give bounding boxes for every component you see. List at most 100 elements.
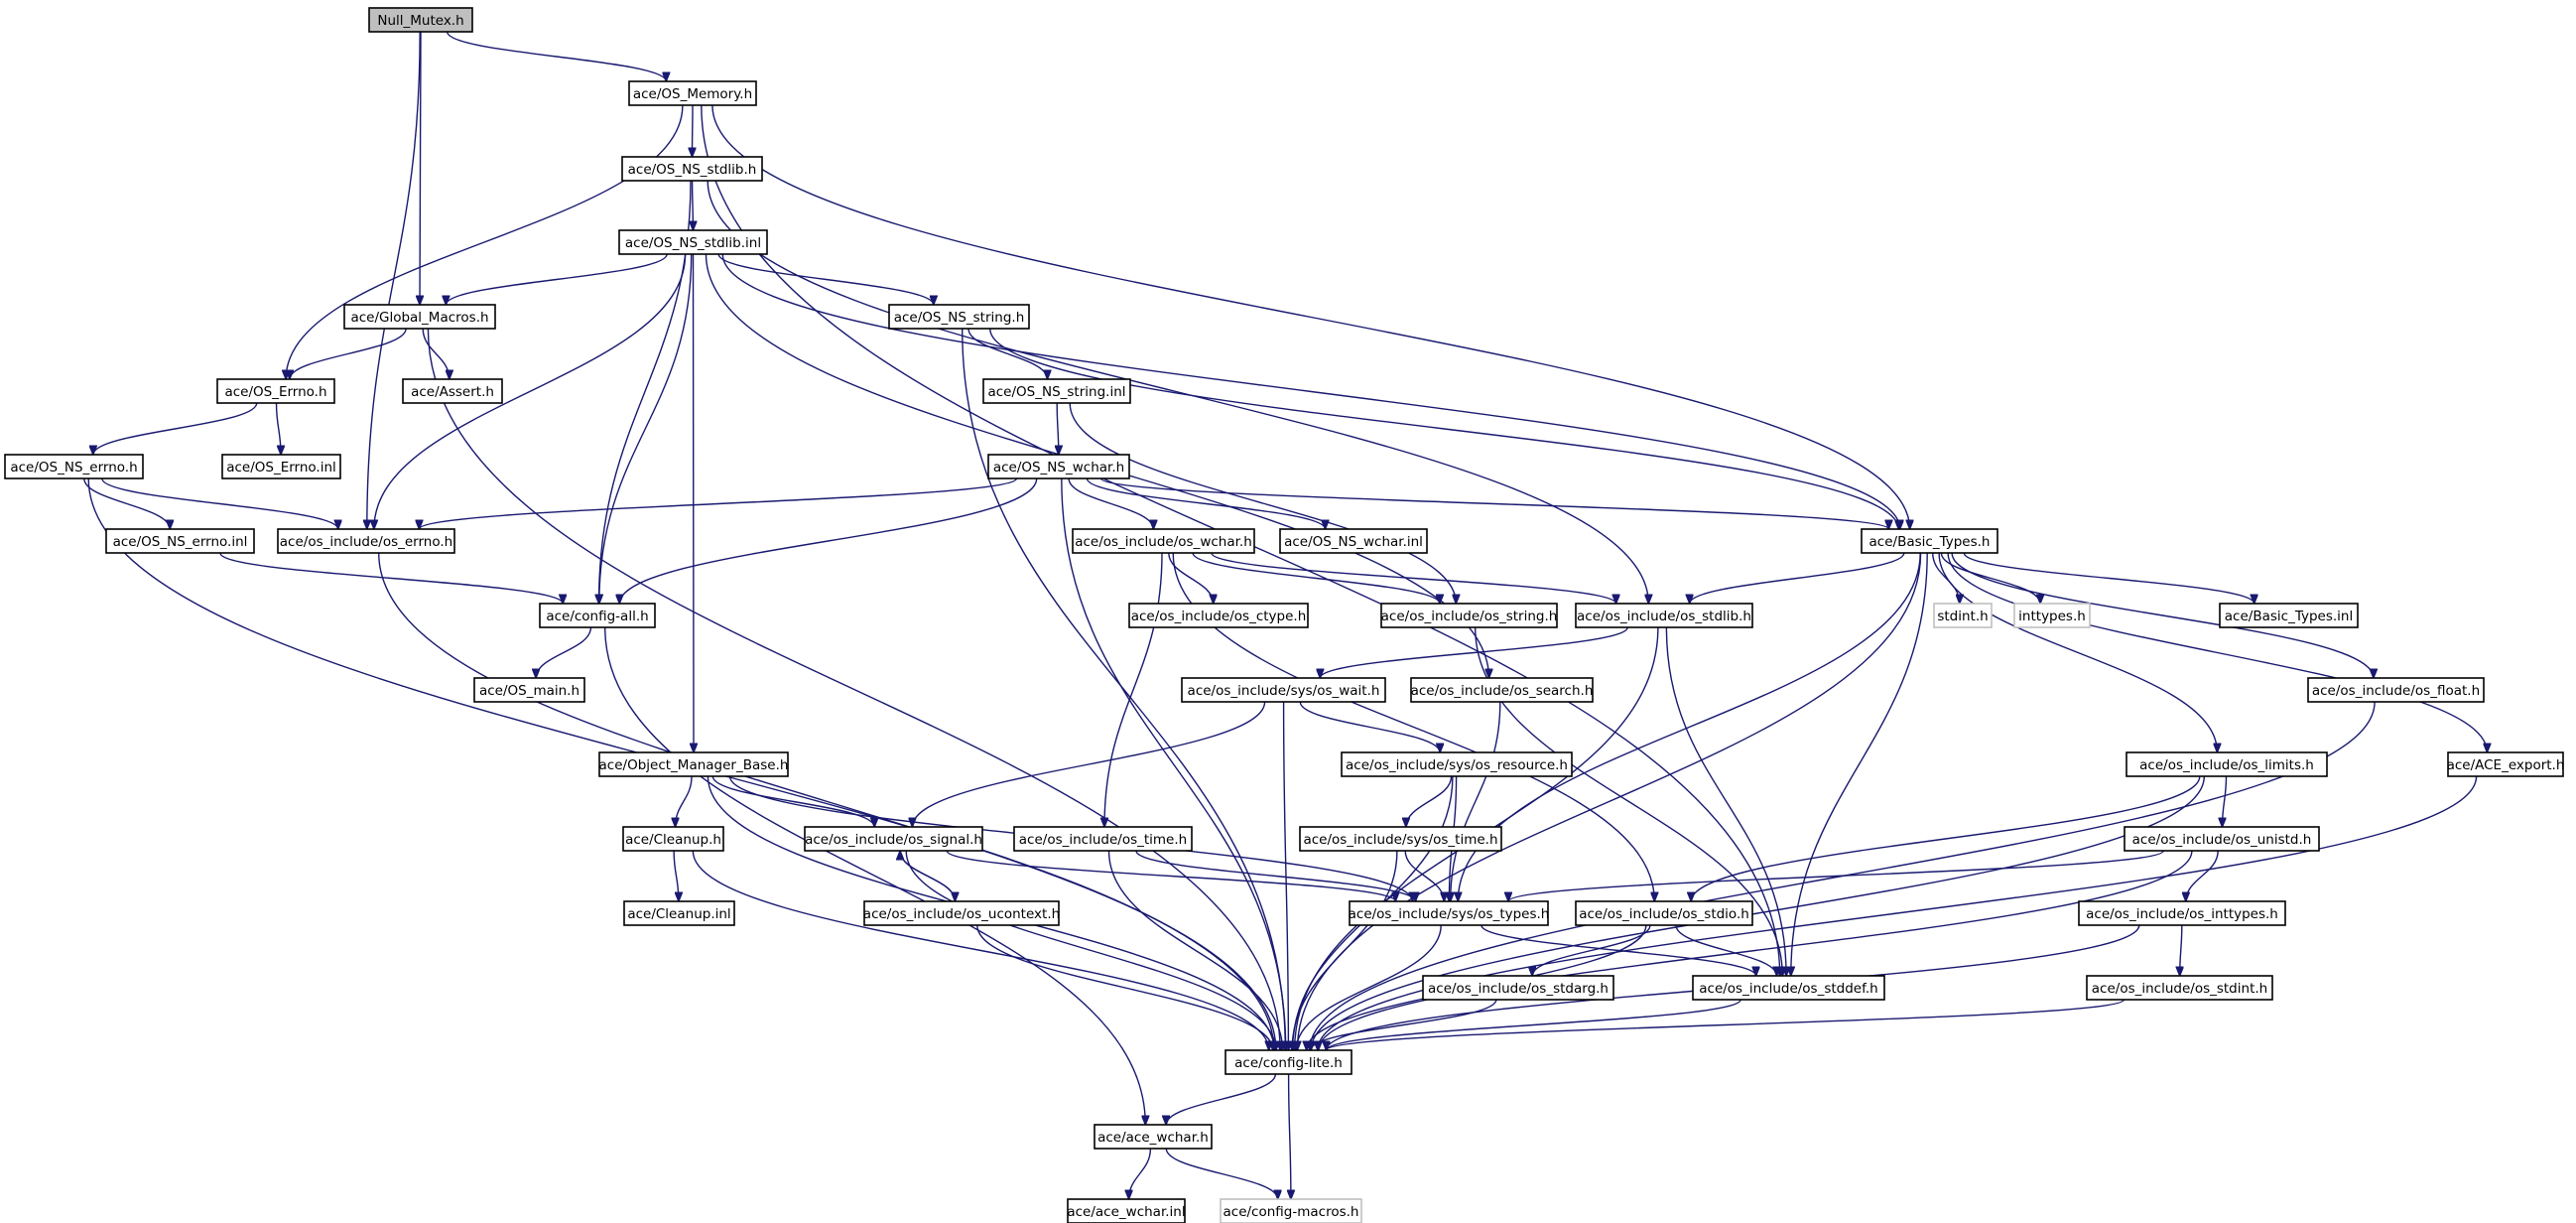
node-box: [628, 80, 757, 106]
edge-osi_sys_types-to-config_lite: [1296, 924, 1442, 1050]
edge-osi_sys_time-to-config_lite: [1292, 850, 1398, 1050]
node-label: ace/os_include/os_unistd.h: [2132, 832, 2312, 848]
node-box: [105, 528, 255, 554]
edge-osi_wchar-to-osi_ctype: [1168, 552, 1214, 604]
node-os-errno-inl[interactable]: ace/OS_Errno.inl: [221, 454, 341, 479]
node-osi-ucontext[interactable]: ace/os_include/os_ucontext.h: [863, 900, 1060, 926]
node-box: [623, 900, 735, 926]
edge-osi_unistd-to-config_lite: [1319, 850, 2193, 1050]
node-box: [2086, 975, 2273, 1001]
node-osi-stdlib[interactable]: ace/os_include/os_stdlib.h: [1575, 603, 1753, 628]
edge-os_ns_string_h-to-os_ns_string_inl: [967, 328, 1048, 379]
node-label: ace/Cleanup.inl: [627, 906, 730, 922]
node-config-all[interactable]: ace/config-all.h: [539, 603, 656, 628]
edge-osi_stdint-to-config_lite: [1327, 999, 2125, 1050]
edge-osi_sys_wait-to-osi_sys_resource: [1299, 701, 1440, 752]
node-osi-limits[interactable]: ace/os_include/os_limits.h: [2125, 751, 2328, 777]
node-os-ns-stdlib-h[interactable]: ace/OS_NS_stdlib.h: [621, 156, 763, 182]
node-box: [1692, 975, 1885, 1001]
node-os-main[interactable]: ace/OS_main.h: [473, 677, 585, 703]
edge-os_ns_string_h-to-basic_types_h: [989, 328, 1899, 529]
node-ace-wchar-h[interactable]: ace/ace_wchar.h: [1094, 1124, 1213, 1150]
node-osi-stdint[interactable]: ace/os_include/os_stdint.h: [2086, 975, 2273, 1001]
node-osi-wchar[interactable]: ace/os_include/os_wchar.h: [1072, 528, 1255, 554]
node-box: [888, 304, 1030, 330]
node-osi-errno[interactable]: ace/os_include/os_errno.h: [277, 528, 455, 554]
node-label: ace/OS_main.h: [479, 683, 580, 699]
node-basic-types-inl[interactable]: ace/Basic_Types.inl: [2219, 603, 2359, 628]
edge-cleanup_h-to-config_lite: [692, 850, 1268, 1050]
node-osi-ctype[interactable]: ace/os_include/os_ctype.h: [1128, 603, 1309, 628]
node-label: ace/os_include/os_float.h: [2312, 683, 2480, 699]
node-label: ace/OS_NS_stdlib.inl: [625, 235, 761, 251]
node-cleanup-h[interactable]: ace/Cleanup.h: [622, 826, 724, 852]
node-label: ace/os_include/os_stdint.h: [2092, 981, 2267, 997]
edge-os_ns_errno_inl-to-config_all: [219, 552, 563, 604]
edge-os_ns_stdlib_inl-to-basic_types_h: [721, 253, 1899, 529]
node-label: ace/ACE_export.h: [2447, 757, 2565, 773]
node-assert-h[interactable]: ace/Assert.h: [402, 378, 503, 404]
edge-cleanup_h-to-cleanup_inl: [673, 850, 679, 901]
edge-ace_export-to-config_lite: [1318, 775, 2478, 1050]
edge-basic_types_h-to-osi_float: [1951, 552, 2374, 678]
node-os-ns-wchar-h[interactable]: ace/OS_NS_wchar.h: [987, 454, 1130, 479]
node-box: [1422, 975, 1614, 1001]
node-label: ace/Assert.h: [411, 384, 494, 400]
node-ace-export[interactable]: ace/ACE_export.h: [2447, 751, 2565, 777]
nodes-layer: Null_Mutex.h ace/OS_Memory.h ace/OS_NS_std…: [4, 7, 2565, 1223]
node-label: ace/ace_wchar.h: [1097, 1130, 1209, 1146]
node-osi-unistd[interactable]: ace/os_include/os_unistd.h: [2124, 826, 2320, 852]
node-box: [987, 454, 1130, 479]
node-box: [804, 826, 983, 852]
edge-basic_types_h-to-osi_stdlib: [1690, 552, 1905, 604]
node-box: [1181, 677, 1386, 703]
node-osi-search[interactable]: ace/os_include/os_search.h: [1410, 677, 1594, 703]
node-osi-stdio[interactable]: ace/os_include/os_stdio.h: [1575, 900, 1753, 926]
node-os-errno-h[interactable]: ace/OS_Errno.h: [216, 378, 335, 404]
edge-null_mutex-to-osi_errno: [367, 31, 421, 529]
node-osi-float[interactable]: ace/os_include/os_float.h: [2307, 677, 2485, 703]
node-global-macros[interactable]: ace/Global_Macros.h: [343, 304, 496, 330]
node-config-lite[interactable]: ace/config-lite.h: [1224, 1049, 1352, 1075]
node-cleanup-inl[interactable]: ace/Cleanup.inl: [623, 900, 735, 926]
node-os-ns-string-inl[interactable]: ace/OS_NS_string.inl: [982, 378, 1131, 404]
node-label: ace/OS_NS_errno.h: [10, 460, 137, 476]
node-label: ace/Global_Macros.h: [350, 310, 488, 326]
node-inttypes-h[interactable]: inttypes.h: [2013, 603, 2091, 628]
node-osi-sys-wait[interactable]: ace/os_include/sys/os_wait.h: [1181, 677, 1386, 703]
node-label: stdint.h: [1937, 609, 1988, 624]
node-osi-stdarg[interactable]: ace/os_include/os_stdarg.h: [1422, 975, 1614, 1001]
node-obj-mgr-base[interactable]: ace/Object_Manager_Base.h: [598, 751, 789, 777]
node-osi-signal[interactable]: ace/os_include/os_signal.h: [804, 826, 983, 852]
node-box: [1341, 751, 1573, 777]
node-label: ace/config-macros.h: [1224, 1204, 1359, 1220]
node-osi-sys-resource[interactable]: ace/os_include/sys/os_resource.h: [1341, 751, 1573, 777]
node-os-ns-errno-h[interactable]: ace/OS_NS_errno.h: [4, 454, 144, 479]
node-basic-types-h[interactable]: ace/Basic_Types.h: [1861, 528, 1998, 554]
node-os-memory[interactable]: ace/OS_Memory.h: [628, 80, 757, 106]
node-box: [277, 528, 455, 554]
edge-os_ns_stdlib_inl-to-config_all: [599, 253, 693, 604]
node-os-ns-stdlib-inl[interactable]: ace/OS_NS_stdlib.inl: [618, 229, 768, 255]
node-stdint-h[interactable]: stdint.h: [1933, 603, 1993, 628]
node-osi-string[interactable]: ace/os_include/os_string.h: [1380, 603, 1558, 628]
node-os-ns-errno-inl[interactable]: ace/OS_NS_errno.inl: [105, 528, 255, 554]
node-os-ns-string-h[interactable]: ace/OS_NS_string.h: [888, 304, 1030, 330]
edge-os_ns_wchar_h-to-os_ns_wchar_inl: [1086, 477, 1326, 529]
node-osi-sys-types[interactable]: ace/os_include/sys/os_types.h: [1349, 900, 1550, 926]
node-label: ace/os_include/os_stdio.h: [1579, 906, 1749, 922]
node-osi-sys-time[interactable]: ace/os_include/sys/os_time.h: [1299, 826, 1502, 852]
node-osi-inttypes[interactable]: ace/os_include/os_inttypes.h: [2078, 900, 2286, 926]
edge-os_ns_wchar_h-to-config_all: [619, 477, 1038, 604]
edge-os_ns_wchar_h-to-osi_wchar: [1068, 477, 1153, 529]
node-os-ns-wchar-inl[interactable]: ace/OS_NS_wchar.inl: [1279, 528, 1428, 554]
edge-os_memory-to-os_errno_h: [286, 104, 684, 379]
node-config-macros[interactable]: ace/config-macros.h: [1220, 1198, 1362, 1223]
node-osi-time[interactable]: ace/os_include/os_time.h: [1013, 826, 1193, 852]
edge-osi_time-to-config_lite: [1107, 850, 1283, 1050]
edge-osi_ucontext-to-osi_signal: [900, 851, 957, 902]
node-ace-wchar-inl[interactable]: ace/ace_wchar.inl: [1067, 1198, 1186, 1223]
edge-osi_wchar-to-osi_stdlib: [1211, 552, 1616, 605]
node-null-mutex[interactable]: Null_Mutex.h: [368, 7, 473, 33]
node-osi-stddef[interactable]: ace/os_include/os_stddef.h: [1692, 975, 1885, 1001]
